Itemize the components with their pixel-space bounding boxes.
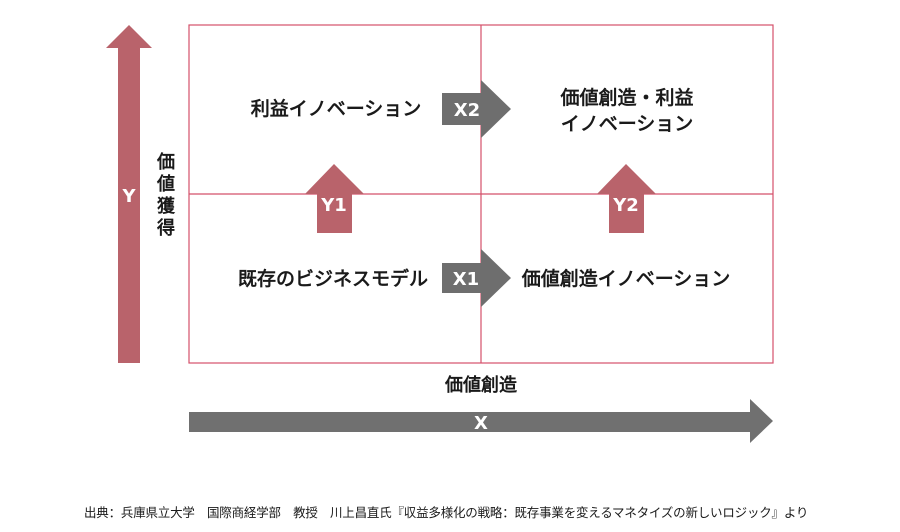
x-axis-arrow — [189, 399, 773, 443]
quadrant-top-right-label-line2: イノベーション — [561, 113, 694, 135]
x2-arrow — [442, 80, 511, 138]
x1-arrow-label: X1 — [453, 269, 479, 290]
y-axis-label-char-2: 値 — [156, 173, 175, 195]
quadrant-top-right-label-line1: 価値創造・利益 — [559, 86, 693, 109]
y1-arrow-label: Y1 — [320, 195, 347, 216]
y-axis-label-char-3: 獲 — [157, 196, 176, 217]
y-axis-label-char-1: 価 — [156, 151, 175, 173]
x2-arrow-label: X2 — [454, 100, 480, 121]
y-axis-arrow — [106, 25, 152, 363]
quadrant-bottom-right-label: 価値創造イノベーション — [521, 267, 731, 290]
y-axis-label-char-4: 得 — [156, 217, 175, 239]
y-axis-letter: Y — [121, 186, 136, 207]
source-citation: 出典：兵庫県立大学 国際商経学部 教授 川上昌直氏『収益多様化の戦略：既存事業を… — [84, 505, 809, 520]
x-axis-letter: X — [474, 413, 488, 434]
y2-arrow-label: Y2 — [612, 195, 639, 216]
y2-arrow — [597, 164, 656, 233]
x-axis-label: 価値創造 — [444, 374, 517, 396]
quadrant-top-left-label: 利益イノベーション — [251, 97, 422, 120]
quadrant-bottom-left-label: 既存のビジネスモデル — [238, 267, 428, 290]
x1-arrow — [442, 249, 511, 307]
y1-arrow — [305, 164, 364, 233]
